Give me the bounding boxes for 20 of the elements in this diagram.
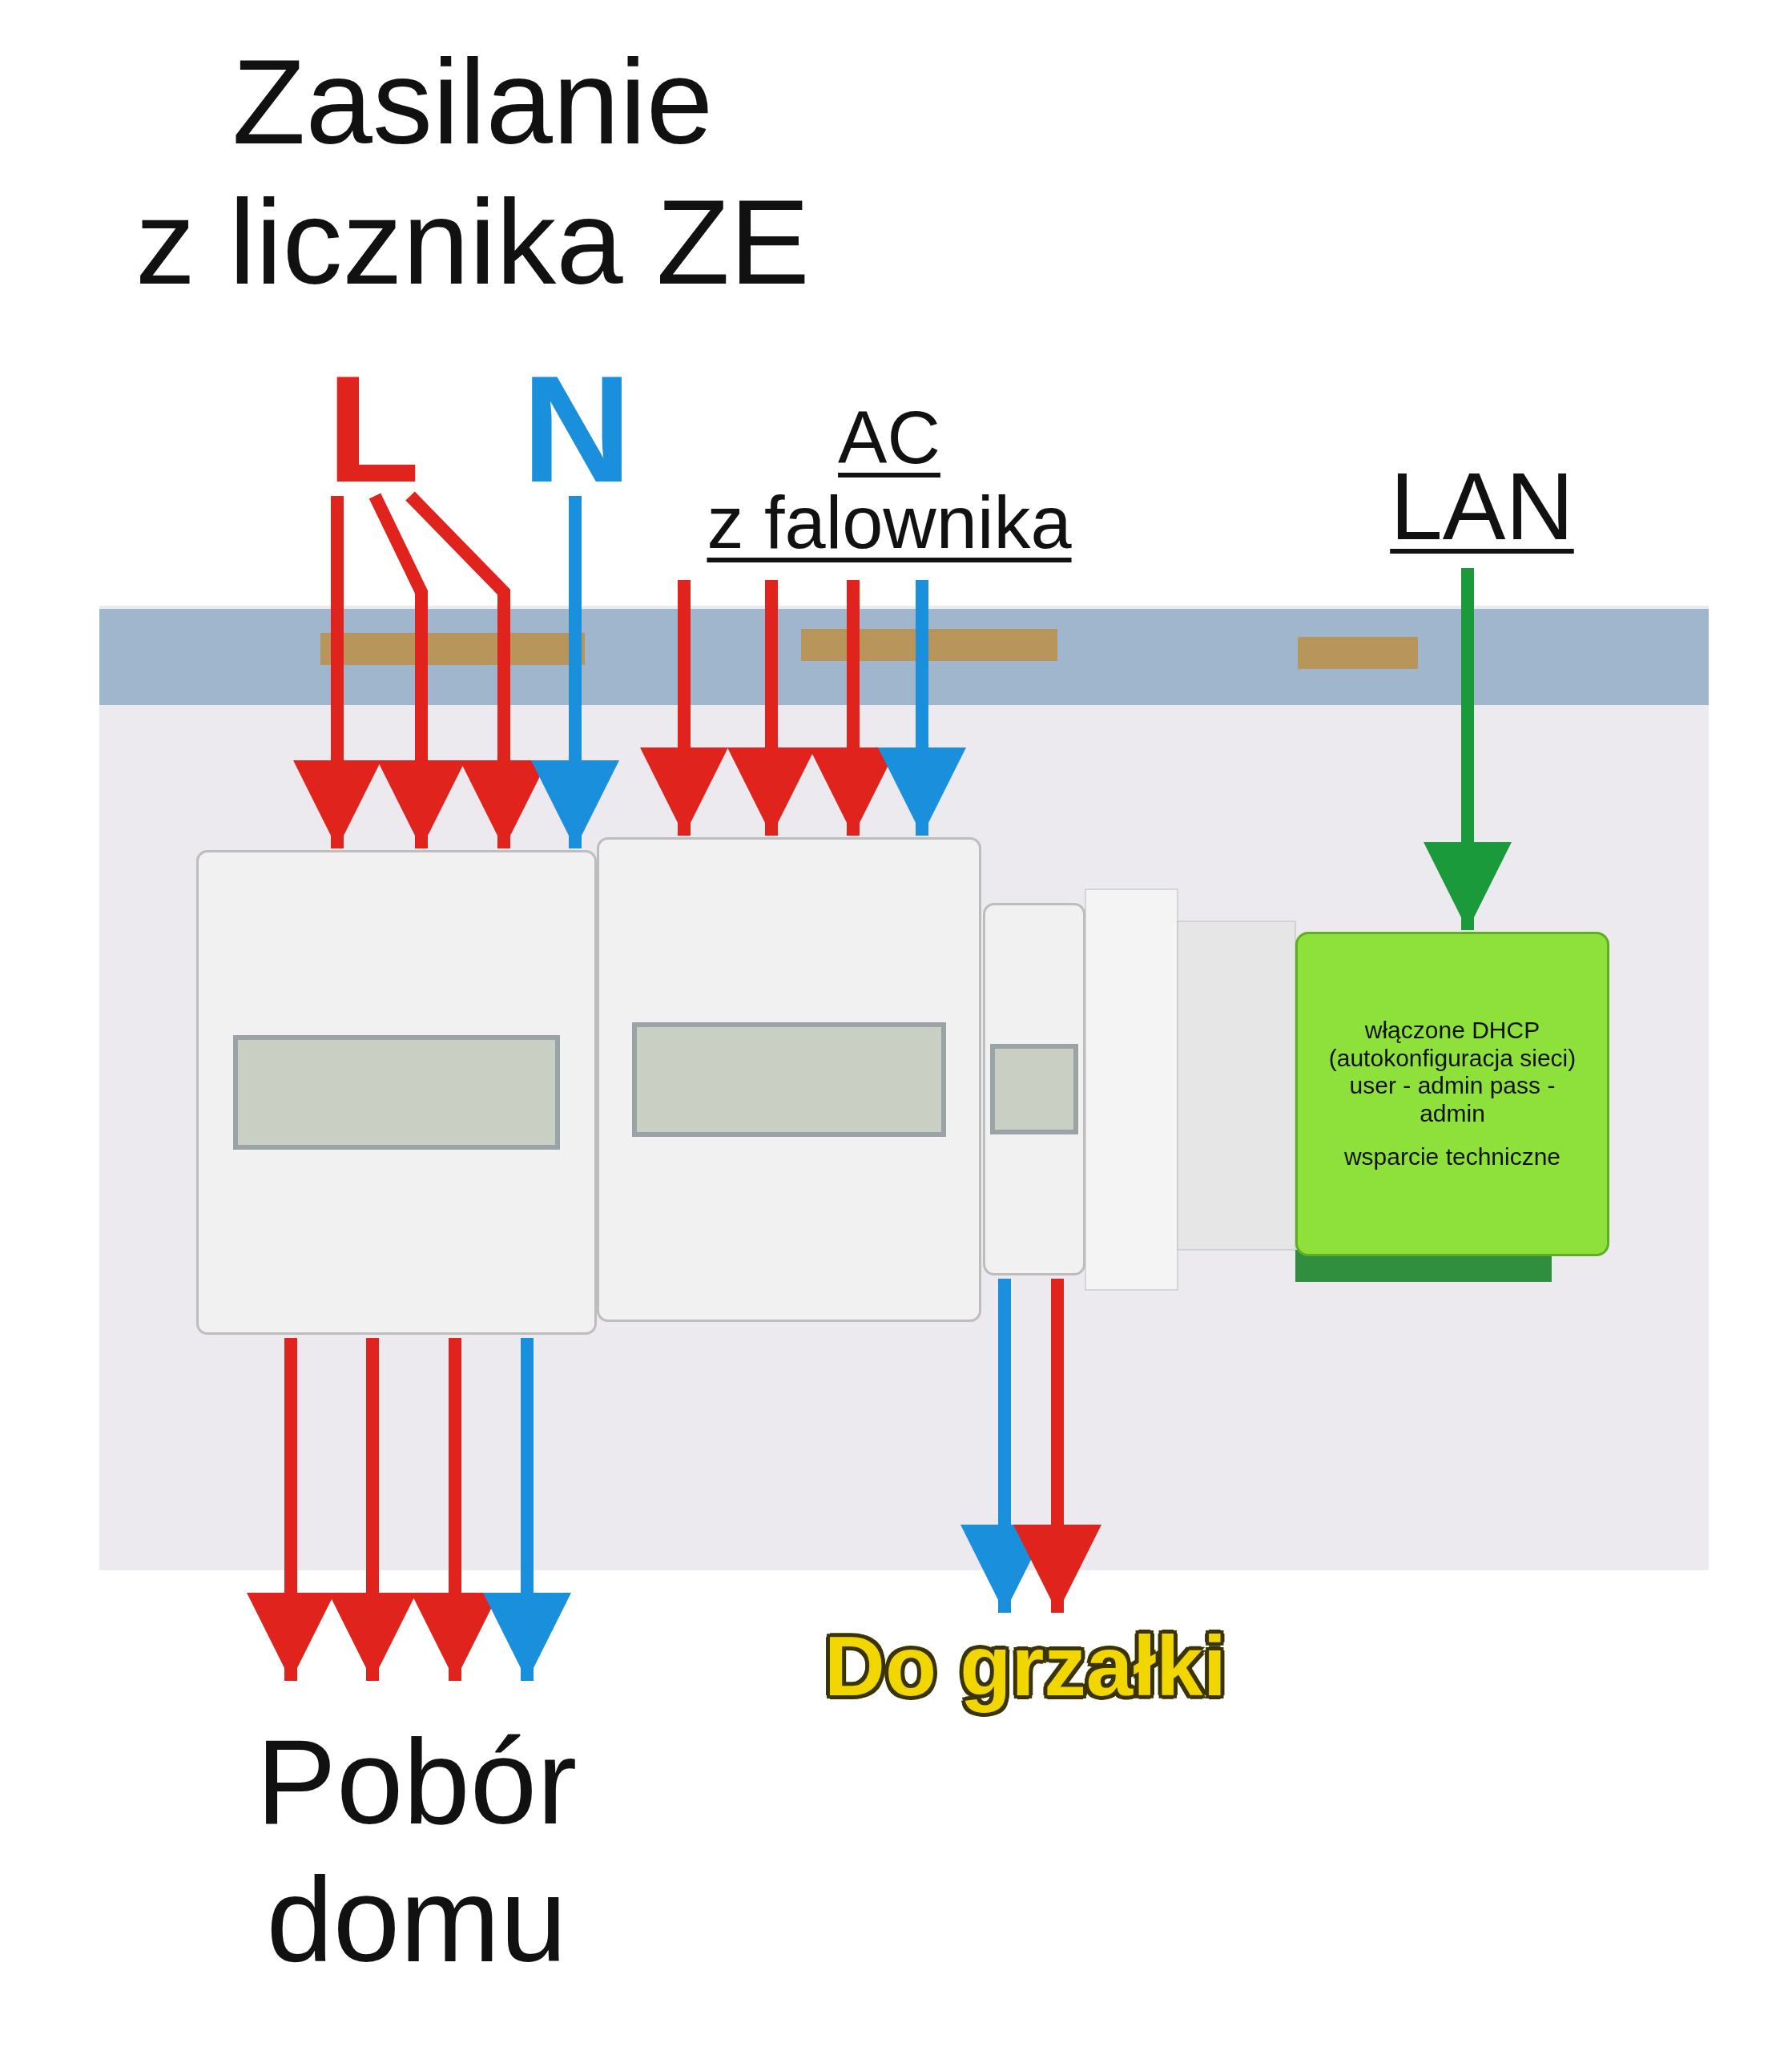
network-module: [1295, 932, 1609, 1256]
wire-label: Pobór domu: [255, 1713, 578, 1989]
energy-meter-drawing: [196, 850, 597, 1335]
wire-label: LAN: [1390, 452, 1574, 561]
arrow: [1013, 1279, 1101, 1613]
arrow: [1424, 568, 1512, 930]
support-note: wsparcie techniczne: [1343, 1143, 1561, 1171]
contactor-drawing: [983, 903, 1085, 1275]
arrow: [640, 580, 728, 836]
arrow: [878, 580, 966, 836]
wire-label: N: [521, 342, 632, 515]
wire-label: Do grzałki: [824, 1618, 1226, 1715]
sticker-note: włączone DHCP (autokonfiguracja sieci) user - admin pass - admin: [1327, 1017, 1577, 1128]
wire-label: L: [326, 342, 421, 515]
arrow: [293, 496, 381, 848]
wire-label: AC z falownika: [707, 396, 1072, 565]
arrow: [531, 496, 619, 848]
arrow: [483, 1338, 571, 1681]
energy-meter-drawing: [597, 837, 981, 1322]
heading: Zasilanie z licznika ZE: [135, 34, 811, 311]
